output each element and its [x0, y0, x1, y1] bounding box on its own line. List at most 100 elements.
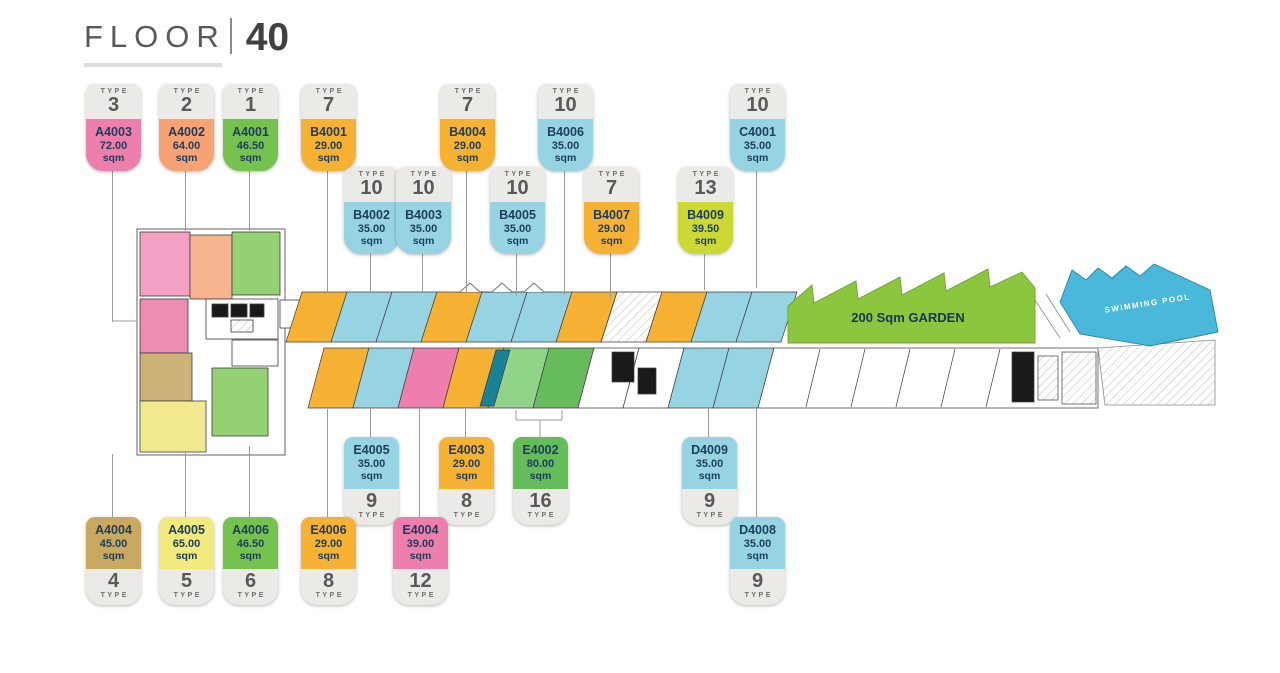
type-tab: TYPE 10 — [730, 84, 785, 119]
leader-line — [708, 408, 709, 437]
type-tab: 5 TYPE — [159, 569, 214, 605]
type-number: 8 — [460, 490, 473, 512]
unit-code: A4002 — [168, 125, 205, 139]
type-label: TYPE — [100, 592, 129, 599]
unit-area: 29.00 — [597, 223, 626, 235]
unit-area: 35.00 — [357, 458, 386, 470]
unit-tab: E4004 39.00 sqm — [393, 517, 448, 569]
unit-code: E4004 — [402, 523, 439, 537]
unit-area: 29.00 — [314, 538, 343, 550]
unit-code: D4009 — [691, 443, 728, 457]
unit-badge-a4005: A4005 65.00 sqm 5 TYPE — [159, 517, 214, 605]
type-tab: TYPE 2 — [159, 84, 214, 119]
sqm-label: sqm — [239, 152, 262, 164]
type-label: TYPE — [358, 171, 387, 178]
unit-badge-e4005: E4005 35.00 sqm 9 TYPE — [344, 437, 399, 525]
type-tab: TYPE 10 — [490, 167, 545, 202]
unit-tab: E4006 29.00 sqm — [301, 517, 356, 569]
left-block — [136, 228, 311, 456]
unit-badge-d4009: D4009 35.00 sqm 9 TYPE — [682, 437, 737, 525]
unit-badge-b4006: TYPE 10 B4006 35.00 sqm — [538, 84, 593, 171]
unit-badge-b4004: TYPE 7 B4004 29.00 sqm — [440, 84, 495, 171]
leader-line — [704, 247, 705, 290]
type-tab: 9 TYPE — [730, 569, 785, 605]
leader-line — [327, 409, 328, 517]
unit-code: B4004 — [449, 125, 486, 139]
unit-code: C4001 — [739, 125, 776, 139]
unit-code: A4001 — [232, 125, 269, 139]
unit-badge-b4001: TYPE 7 B4001 29.00 sqm — [301, 84, 356, 171]
unit-tab: A4002 64.00 sqm — [159, 119, 214, 171]
service-corridor — [757, 347, 1099, 409]
unit-badge-b4003: TYPE 10 B4003 35.00 sqm — [396, 167, 451, 254]
unit-code: E4003 — [448, 443, 485, 457]
type-label: TYPE — [237, 592, 266, 599]
leader-line — [419, 409, 420, 517]
unit-area: 39.50 — [691, 223, 720, 235]
leader-line — [112, 454, 113, 517]
unit-area: 35.00 — [743, 538, 772, 550]
sqm-label: sqm — [360, 235, 383, 247]
unit-tab: A4005 65.00 sqm — [159, 517, 214, 569]
unit-area: 35.00 — [695, 458, 724, 470]
unit-badge-b4007: TYPE 7 B4007 29.00 sqm — [584, 167, 639, 254]
type-label: TYPE — [173, 592, 202, 599]
unit-code: E4005 — [353, 443, 390, 457]
type-tab: 8 TYPE — [301, 569, 356, 605]
lower-unit-band — [307, 347, 775, 409]
unit-tab: B4009 39.50 sqm — [678, 202, 733, 254]
sqm-label: sqm — [746, 152, 769, 164]
sqm-label: sqm — [175, 550, 198, 562]
sqm-label: sqm — [409, 550, 432, 562]
type-number: 10 — [554, 94, 577, 116]
floor-number: 40 — [245, 16, 290, 59]
leader-line — [610, 247, 611, 300]
unit-area: 29.00 — [453, 140, 482, 152]
sqm-label: sqm — [529, 470, 552, 482]
unit-code: B4002 — [353, 208, 390, 222]
unit-tab: A4003 72.00 sqm — [86, 119, 141, 171]
unit-area: 29.00 — [314, 140, 343, 152]
type-label: TYPE — [744, 592, 773, 599]
unit-badge-b4009: TYPE 13 B4009 39.50 sqm — [678, 167, 733, 254]
type-tab: TYPE 7 — [440, 84, 495, 119]
sqm-label: sqm — [506, 235, 529, 247]
unit-area: 29.00 — [452, 458, 481, 470]
type-label: TYPE — [454, 88, 483, 95]
sqm-label: sqm — [175, 152, 198, 164]
unit-tab: A4001 46.50 sqm — [223, 119, 278, 171]
type-tab: TYPE 13 — [678, 167, 733, 202]
type-number: 5 — [180, 570, 193, 592]
unit-area: 65.00 — [172, 538, 201, 550]
unit-tab: B4006 35.00 sqm — [538, 119, 593, 171]
unit-code: A4004 — [95, 523, 132, 537]
unit-code: B4007 — [593, 208, 630, 222]
unit-area: 46.50 — [236, 140, 265, 152]
type-tab: TYPE 7 — [301, 84, 356, 119]
leader-line — [466, 165, 467, 293]
type-label: TYPE — [315, 592, 344, 599]
pool-area: SWIMMING POOL — [1034, 263, 1219, 406]
type-number: 3 — [107, 94, 120, 116]
type-tab: 6 TYPE — [223, 569, 278, 605]
sqm-label: sqm — [698, 470, 721, 482]
unit-tab: E4003 29.00 sqm — [439, 437, 494, 489]
type-number: 10 — [506, 177, 529, 199]
type-number: 6 — [244, 570, 257, 592]
type-label: TYPE — [410, 171, 439, 178]
unit-area: 80.00 — [526, 458, 555, 470]
unit-tab: A4004 45.00 sqm — [86, 517, 141, 569]
type-label: TYPE — [453, 512, 482, 519]
unit-tab: E4002 80.00 sqm — [513, 437, 568, 489]
type-number: 16 — [529, 490, 552, 512]
leader-line — [756, 408, 757, 517]
unit-tab: B4004 29.00 sqm — [440, 119, 495, 171]
type-label: TYPE — [692, 171, 721, 178]
sqm-label: sqm — [455, 470, 478, 482]
leader-line — [465, 409, 466, 437]
unit-tab: B4003 35.00 sqm — [396, 202, 451, 254]
unit-badge-e4004: E4004 39.00 sqm 12 TYPE — [393, 517, 448, 605]
type-label: TYPE — [407, 592, 436, 599]
type-tab: 12 TYPE — [393, 569, 448, 605]
